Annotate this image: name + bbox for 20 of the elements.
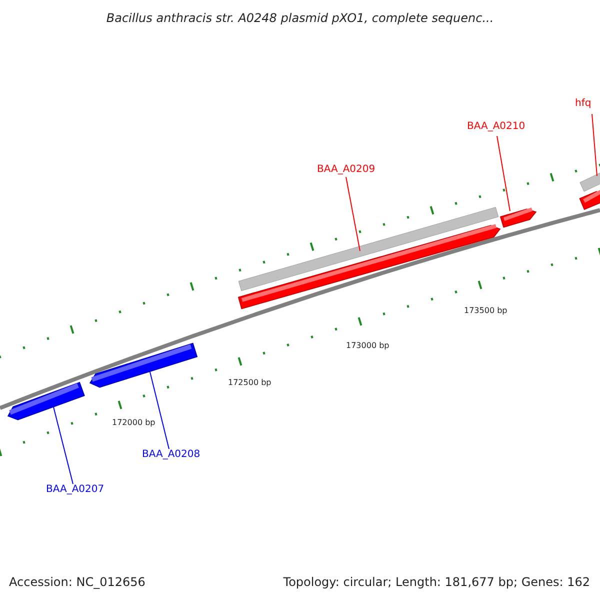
gene-feature [7,382,85,420]
scale-label: 172500 bp [228,379,272,387]
gene-feature [579,172,600,210]
gene-label: BAA_A0210 [467,122,526,132]
scale-label: 173000 bp [346,342,390,350]
leader-line [52,404,74,484]
gene-label: BAA_A0208 [142,450,200,460]
gene-label: BAA_A0207 [46,485,104,495]
scale-label: 172000 bp [112,419,156,427]
summary-text: Topology: circular; Length: 181,677 bp; Genes: 162 [283,576,590,588]
gene-feature [500,208,537,228]
leader-line [592,114,598,176]
gene-label: hfq [575,99,592,109]
leader-line [150,372,170,450]
title: Bacillus anthracis str. A0248 plasmid pXO1, complete sequenc... [105,12,495,24]
leader-line [496,136,510,212]
scale-label: 173500 bp [464,307,508,315]
gene-label: BAA_A0209 [317,165,376,175]
gene-feature [89,342,198,388]
accession-text: Accession: NC_012656 [9,576,146,588]
